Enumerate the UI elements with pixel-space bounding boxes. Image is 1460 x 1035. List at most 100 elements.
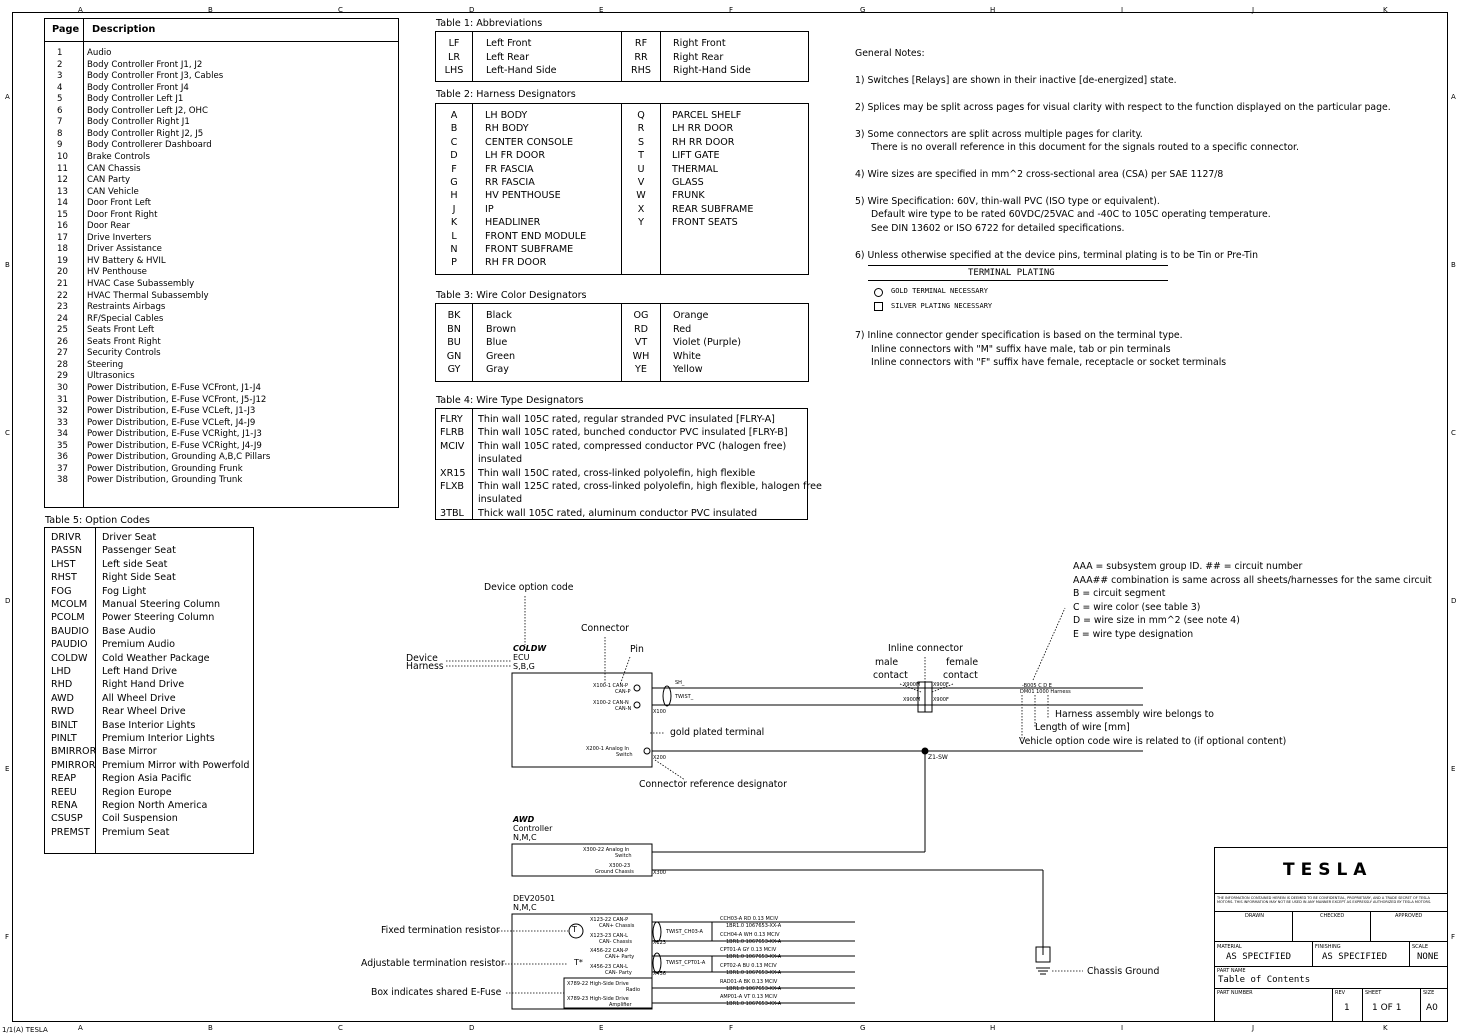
male-contact-label: contact [873,670,908,681]
t2-code: T [638,150,644,162]
inline-connector-label: Inline connector [888,643,963,654]
x100-label: X100 [653,709,666,715]
t3-code: YE [635,364,647,375]
t2-code: D [450,150,458,162]
option-description: Region Europe [102,786,172,798]
wire-type-code: FLRB [440,427,465,438]
toc-description: HV Penthouse [87,267,147,278]
fine-print: THE INFORMATION CONTAINED HEREIN IS DEEM… [1217,896,1432,904]
zone-col-bottom-F: F [729,1024,734,1032]
zone-col-top-B: B [208,6,213,14]
termination-t-symbol: T [572,925,577,934]
t3-desc: White [673,350,701,362]
t2-desc: LH BODY [485,110,528,121]
toc-page-number: 19 [57,255,68,266]
ecu-label: ECU [513,653,530,662]
option-code: PCOLM [51,612,85,624]
option-description: Coil Suspension [102,813,178,825]
option-code: BINLT [51,719,78,731]
toc-description: RF/Special Cables [87,313,164,324]
t2-desc: LH RR DOOR [672,123,734,135]
note-1: 1) Switches [Relays] are shown in their … [855,75,1177,86]
t3-desc: Black [486,310,512,321]
notes-title: General Notes: [855,48,925,59]
option-description: All Wheel Drive [102,692,176,704]
t3-code: GN [446,350,462,362]
connector-ref-label: Connector reference designator [639,779,787,790]
option-description: Region Asia Pacific [102,773,192,785]
note-3b: There is no overall reference in this do… [871,142,1299,153]
material-value: AS SPECIFIED [1226,952,1292,962]
option-code: BMIRROR [51,746,97,758]
t2-code: L [451,230,457,242]
toc-table [44,18,399,508]
sheet-value: 1 OF 1 [1372,1003,1402,1013]
female-label: female [946,657,979,668]
toc-description: CAN Party [87,175,131,186]
toc-description: Door Front Left [87,198,152,209]
t3-code: RD [633,323,649,335]
t2-code: Y [638,217,644,229]
toc-page-number: 29 [57,371,68,382]
toc-description: Body Controller Right J1 [87,117,190,128]
toc-description: Power Distribution, E-Fuse VCRight, J4-J… [87,440,262,451]
t2-code: G [450,177,458,188]
table1-title: Table 1: Abbreviations [436,18,543,29]
x100-2-label: X100-2 CAN-N [593,700,629,706]
ecu-box [511,672,653,768]
option-description: Premium Audio [102,639,176,651]
x789-22-label: X789-22 High-Side Drive [567,981,629,987]
t2-desc: HV PENTHOUSE [485,190,561,202]
sbg-label: S,B,G [513,662,535,671]
pin-label: Pin [630,644,644,655]
option-code: BAUDIO [51,625,89,637]
t2-code: S [637,136,645,148]
plating-title: TERMINAL PLATING [968,268,1055,278]
toc-page-number: 11 [57,163,68,174]
wire-label: -B005 C D E [1022,683,1052,689]
t2-desc: IP [485,203,494,215]
awd-box [511,843,653,877]
dev-label: DEV20501 [513,894,556,903]
t2-code: F [451,163,457,175]
z1-sw-label: Z1-SW [928,754,948,761]
x456-23b-label: CAN- Party [605,970,632,976]
note-7: 7) Inline connector gender specification… [855,330,1183,341]
option-description: Premium Seat [102,826,170,838]
harness-label: Harness [406,661,444,672]
toc-page-number: 5 [57,94,63,105]
wire-type-code: MCIV [440,441,465,452]
zone-row-left-D: D [5,597,11,605]
table2-title: Table 2: Harness Designators [436,89,576,100]
wire-4-label: CPT02-A BU 0.13 MCIV [720,963,777,969]
checked-label: CHECKED [1320,913,1345,919]
t2-desc: CENTER CONSOLE [485,136,574,148]
zone-col-top-J: J [1252,6,1255,14]
note-3: 3) Some connectors are split across mult… [855,129,1143,140]
female-contact-label: contact [943,670,978,681]
dev-box [511,913,653,1010]
option-code: LHD [51,666,71,677]
toc-page-number: 4 [57,82,63,93]
note-7b: Inline connectors with "M" suffix have m… [871,344,1171,355]
title-block [1214,847,1448,1022]
toc-description: Steering [87,359,124,370]
x200-1b-label: Switch [616,752,633,758]
x900m-label: X900M [903,682,921,688]
x200-label: X200 [653,755,666,761]
t3-code: VT [634,337,648,348]
plating-gold: GOLD TERMINAL NECESSARY [891,287,988,295]
x300-23-label: X300-23 [609,863,631,869]
wire-type-description: Thin wall 105C rated, regular stranded P… [478,414,775,425]
wire-type-code: FLRY [440,414,463,425]
option-code: FOG [51,585,72,597]
toc-page-number: 37 [57,463,68,474]
t2-code: V [637,177,645,188]
option-description: Base Mirror [102,746,157,758]
toc-page-number: 25 [57,325,68,336]
option-description: Base Interior Lights [102,719,196,731]
t2-desc: PARCEL SHELF [672,110,742,121]
t2-desc: GLASS [672,177,704,188]
material-label: MATERIAL [1217,944,1242,950]
